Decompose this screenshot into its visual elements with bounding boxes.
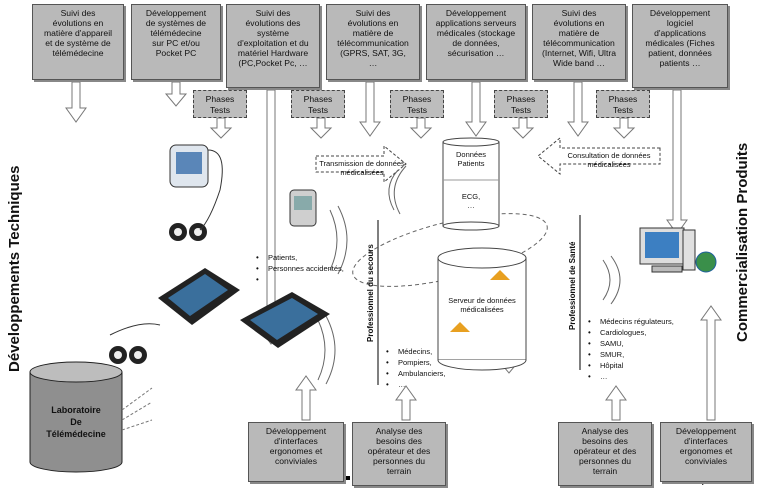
list-item: Personnes accidentés, [256,263,344,274]
top-box-1: Suivi des évolutions en matière d'appare… [32,4,124,80]
server-cylinder [437,247,527,371]
bottom-box-3: Analyse des besoins des opérateur et des… [558,422,652,486]
sante-label: Professionnel de Santé [568,241,577,330]
top-box-7: Développement logiciel d'applications mé… [632,4,728,88]
phase-tests-4: Phases Tests [494,90,548,118]
list-item: Pompiers, [386,357,446,368]
sante-list: Médecins régulateurs, Cardiologues, SAMU… [588,316,674,382]
list-item: SMUR, [588,349,674,360]
phase-tests-1: Phases Tests [193,90,247,118]
server-label: Serveur de données médicalisées [448,296,516,314]
list-item: Hôpital [588,360,674,371]
phase-tests-2: Phases Tests [291,90,345,118]
bottom-box-4: Développement d'interfaces ergonomes et … [660,422,752,482]
list-item: Ambulanciers, [386,368,446,379]
data-scroll [442,137,500,231]
patients-list: Patients, Personnes accidentés, [256,252,344,285]
list-item: SAMU, [588,338,674,349]
bottom-box-2: Analyse des besoins des opérateur et des… [352,422,446,486]
list-item: … [588,371,674,382]
device-illustrations [109,144,717,364]
top-box-6: Suivi des évolutions en matière de téléc… [532,4,626,80]
bottom-box-1: Développement d'interfaces ergonomes et … [248,422,344,482]
lab-cylinder [29,361,123,473]
secours-label: Professionnel du secours [366,244,375,342]
consultation-label: Consultation de données médicalisées [567,151,651,169]
consultation-arrow [537,136,661,176]
up-arrows [295,305,722,421]
top-box-4: Suivi des évolutions en matière de téléc… [326,4,420,80]
lab-dashed-arrows [121,387,153,431]
lab-label: Laboratoire De Télémédecine [46,405,106,439]
scroll-item-patients: Données Patients [455,150,487,168]
list-item: … [386,379,446,390]
phase-tests-3: Phases Tests [390,90,444,118]
left-vertical-title: Développements Techniques [6,165,23,372]
scroll-item-ecg: ECG, … [461,192,481,210]
right-vertical-title: Commercialisation Produits [734,142,751,342]
phase-tests-5: Phases Tests [596,90,650,118]
transmission-label: Transmission de données médicalisées [319,159,405,177]
list-item: Patients, [256,252,344,263]
top-box-2: Développement de systèmes de télémédecin… [131,4,221,80]
list-item: Cardiologues, [588,327,674,338]
secours-list: Médecins, Pompiers, Ambulanciers, … [386,346,446,390]
list-item: Médecins, [386,346,446,357]
top-box-3: Suivi des évolutions des système d'explo… [226,4,320,88]
top-box-5: Développement applications serveurs médi… [426,4,526,80]
list-item: Médecins régulateurs, [588,316,674,327]
